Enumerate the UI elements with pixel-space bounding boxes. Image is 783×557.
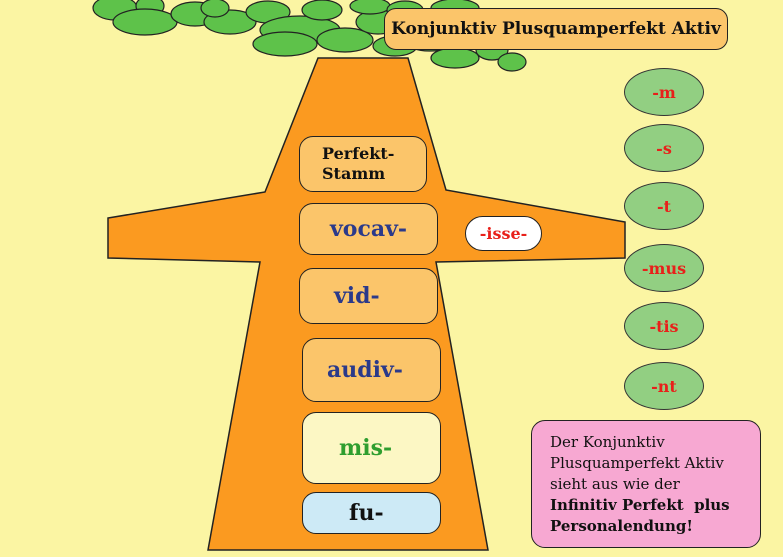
note-box: Der Konjunktiv Plusquamperfekt Aktiv sie… [531,420,761,548]
stem-text: audiv- [327,357,403,383]
stem-header-box: Perfekt- Stamm [299,136,427,192]
ending-oval-mus: -mus [624,244,704,292]
note-line2: Plusquamperfekt Aktiv [550,453,724,472]
ending-oval-tis: -tis [624,302,704,350]
stem-box-audiv: audiv- [302,338,441,402]
ending-text: -tis [649,316,679,336]
ending-text: -m [652,82,676,102]
ending-oval-nt: -nt [624,362,704,410]
note-line5: Personalendung! [550,516,693,535]
stem-box-vocav: vocav- [299,203,438,255]
ending-text: -s [656,138,672,158]
note-line3: sieht aus wie der [550,474,680,493]
ending-oval-t: -t [624,182,704,230]
title-box: Konjunktiv Plusquamperfekt Aktiv [384,8,728,50]
note-line4: Infinitiv Perfekt plus [550,495,730,514]
ending-oval-m: -m [624,68,704,116]
stem-header-line2: Stamm [322,164,386,183]
stem-text: mis- [339,435,393,461]
infix-box: -isse- [465,216,542,251]
stem-box-vid: vid- [299,268,438,324]
stem-text: fu- [349,500,384,526]
title-text: Konjunktiv Plusquamperfekt Aktiv [391,19,721,39]
infix-text: -isse- [479,224,528,243]
stem-box-fu: fu- [302,492,441,534]
stem-header-line1: Perfekt- [322,144,395,163]
ending-text: -nt [651,376,677,396]
stem-text: vid- [334,283,380,309]
note-line1: Der Konjunktiv [550,432,665,451]
ending-text: -mus [641,258,687,278]
stem-box-mis: mis- [302,412,441,484]
ending-text: -t [656,196,672,216]
ending-oval-s: -s [624,124,704,172]
stem-text: vocav- [330,216,408,242]
